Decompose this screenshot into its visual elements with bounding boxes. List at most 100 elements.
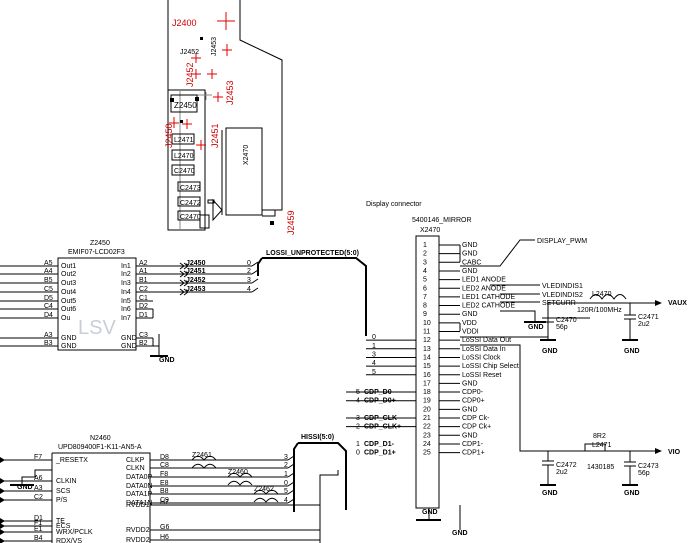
z2450-right-pin: In1	[121, 263, 131, 270]
l2470-ref: L2470	[592, 291, 612, 298]
connector-pin-name: LED1 ANODE	[462, 277, 506, 284]
z2450-right-pin: GND	[121, 335, 137, 342]
connector-pin-number: 19	[423, 398, 431, 405]
connector-pin-name: VDDI	[462, 329, 479, 336]
pcb-label-c2470: C2470	[174, 168, 195, 175]
c2472-ref: C2472	[556, 462, 577, 469]
pcb-label-l2470: L2470	[174, 153, 194, 160]
connector-pin-number: 22	[423, 424, 431, 431]
arrow-icon	[0, 497, 5, 503]
connector-pin-number: 9	[423, 311, 427, 318]
hissi-num: 5	[284, 488, 288, 495]
common-mode-filter-icon	[227, 472, 253, 486]
connector-pin-number: 5	[423, 277, 427, 284]
c2473-ref: C2473	[638, 463, 659, 470]
arrow-icon	[0, 518, 5, 524]
n2460-left-ext: B4	[34, 535, 43, 542]
z2450-right-ext: B1	[139, 277, 148, 284]
pcb-label-j2400: J2400	[172, 18, 197, 28]
cdp-num: 0	[356, 450, 360, 457]
watermark: LSV	[78, 317, 116, 339]
pcb-label-c2472: C2472	[180, 200, 201, 207]
c2470-ref: C2470	[556, 317, 577, 324]
jumper-icon	[179, 288, 189, 296]
losi-num: 5	[372, 369, 376, 376]
jumper-icon	[179, 262, 189, 270]
bus-entry	[251, 278, 259, 284]
hissi-num: 3	[284, 454, 288, 461]
bus-entry	[251, 287, 259, 293]
pcb-label-j2452-rot: J2452	[185, 62, 195, 87]
jumper-icon	[179, 270, 189, 278]
n2460-right-pin: DATA1N	[126, 500, 153, 507]
net-gnd-led: GND	[528, 324, 544, 331]
z2450-right-pin: GND	[121, 343, 137, 350]
z2450-left-ext: B3	[44, 340, 53, 347]
n2460-left-pin: WRX/PCLK	[56, 529, 93, 536]
connector-pin-number: 18	[423, 389, 431, 396]
arrow-icon	[0, 457, 5, 463]
jumper-bus-num: 4	[247, 286, 251, 293]
connector-pin-name: CDP Ck+	[462, 424, 491, 431]
z2450-right-ext: D1	[139, 312, 148, 319]
z2450-left-ext: A4	[44, 268, 53, 275]
z2450-right-pin: In3	[121, 280, 131, 287]
z2450-left-ext: A5	[44, 260, 53, 267]
z2450-right-pin: In6	[121, 306, 131, 313]
losi-num: 3	[372, 351, 376, 358]
n2460-left-pin: _RESETX	[55, 457, 88, 464]
connector-pin-name: LoSSI Data Out	[462, 337, 511, 344]
connector-pin-name: LoSSI Clock	[462, 354, 501, 361]
pcb-label-j2459: J2459	[286, 210, 296, 235]
pcb-label-j2452: J2452	[180, 49, 199, 56]
cdp-num: 1	[356, 441, 360, 448]
connector-pin-number: 1	[423, 242, 427, 249]
pcb-label-l2471: L2471	[174, 137, 194, 144]
n2460-left-pin: P/S	[56, 497, 68, 504]
hissi-num: 2	[284, 462, 288, 469]
net-vledindis2: VLEDINDIS2	[542, 292, 583, 299]
net-vledindis1: VLEDINDIS1	[542, 283, 583, 290]
z2450-right-ext: C2	[139, 286, 148, 293]
jumper-label: J2453	[186, 286, 206, 293]
pcb-label-c2470b: C2470	[180, 214, 201, 221]
connector-pin-name: GND	[462, 242, 478, 249]
jumper-label: J2452	[186, 277, 206, 284]
connector-pin-number: 3	[423, 259, 427, 266]
n2460-left-ext: F1	[34, 520, 42, 527]
pcb-label-z2450: Z2450	[174, 101, 197, 110]
z2450-left-ext: C5	[44, 286, 53, 293]
pcb-label-j2450: J2450	[164, 123, 174, 148]
n2460-left-pin: RDX/VS	[56, 538, 82, 543]
filter-label: Z2461	[192, 452, 212, 459]
connector-pin-name: GND	[462, 406, 478, 413]
c2471-gnd: GND	[624, 348, 640, 355]
jumper-bus-num: 0	[247, 260, 251, 267]
n2460-left-pin: TE	[56, 518, 65, 525]
jumper-icon	[179, 279, 189, 287]
connector-pin-name: CDP Ck-	[462, 415, 490, 422]
arrow-icon	[0, 523, 5, 529]
connector-pin-number: 2	[423, 251, 427, 258]
connector-pin-name: LoSSI Reset	[462, 372, 501, 379]
connector-pin-name: VDD	[462, 320, 477, 327]
n2460-right-ext: D8	[160, 454, 169, 461]
z2450-left-ext: A3	[44, 332, 53, 339]
c2471-value: 2u2	[638, 321, 650, 328]
l2471-value: 1430185	[587, 464, 614, 471]
connector-pin-name: LED1 CATHODE	[462, 294, 515, 301]
connector-pin-name: LED2 CATHODE	[462, 303, 515, 310]
n2460-right-pin: DATA1P	[126, 491, 153, 498]
cdp-label: CDP_D1+	[364, 450, 396, 457]
pcb-label-x2470: X2470	[243, 145, 250, 165]
c2470-gnd: GND	[542, 348, 558, 355]
z2450-right-pin: In5	[121, 298, 131, 305]
connector-pin-number: 15	[423, 363, 431, 370]
connector-pin-number: 16	[423, 372, 431, 379]
jumper-label: J2451	[186, 268, 206, 275]
n2460-right-ext: B8	[160, 488, 169, 495]
connector-pin-name: LoSSI Data In	[462, 346, 506, 353]
connector-pin-number: 24	[423, 441, 431, 448]
pcb-label-j2451: J2451	[210, 123, 220, 148]
